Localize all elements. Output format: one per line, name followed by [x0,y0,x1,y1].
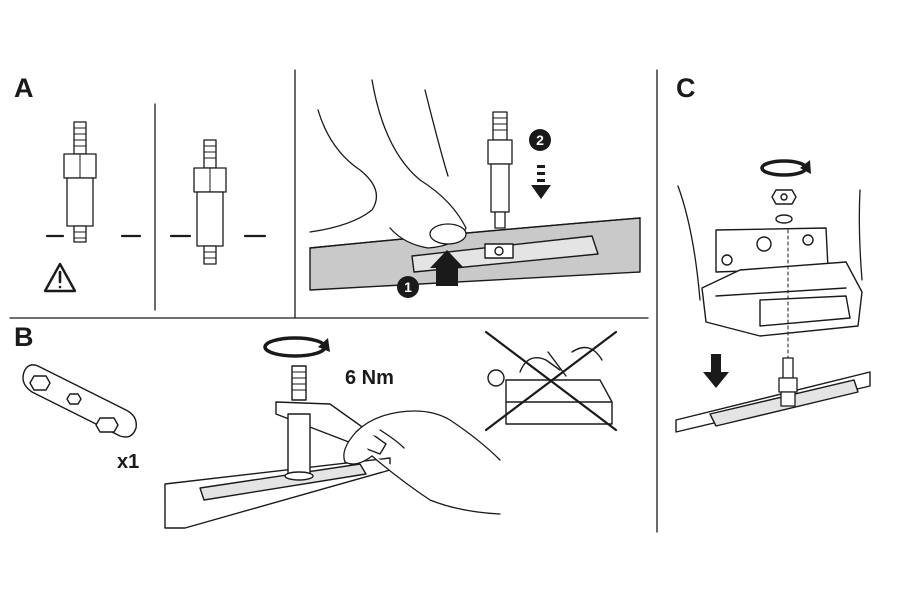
panel-a-rail [309,217,641,291]
rotation-arrow-icon-c [760,159,811,177]
wrench-tool [22,364,137,438]
rotation-arrow-icon [263,336,330,358]
step-number-1: 1 [404,279,412,295]
panel-label-a: A [14,73,34,103]
panel-label-c: C [676,73,696,103]
panel-c-nut [771,189,797,224]
panel-c-bolt [778,357,798,407]
panel-b-rail [164,457,391,529]
down-arrow-icon [531,165,551,199]
step-number-2: 2 [536,132,544,148]
panel-c-foot-pack [701,227,863,337]
panel-c-car-outline [677,185,863,301]
panel-label-b: B [14,322,34,352]
warning-icon [43,262,77,293]
panel-a-hand [309,79,467,249]
panel-dividers [9,69,658,533]
panel-a-wrong-bolt [45,121,142,243]
cross-out-icon [484,330,618,432]
panel-b-hand [343,410,501,515]
panel-a-correct-bolt [169,139,267,265]
panel-a-insert-bolt [487,111,513,229]
panel-c-down-arrow-icon [703,354,729,388]
tool-quantity: x1 [117,451,140,473]
step-marker-1: 1 [397,276,419,298]
up-arrow-icon [430,250,464,286]
panel-c-rail [675,371,871,433]
step-marker-2: 2 [529,129,551,151]
torque-value: 6 Nm [345,367,394,389]
